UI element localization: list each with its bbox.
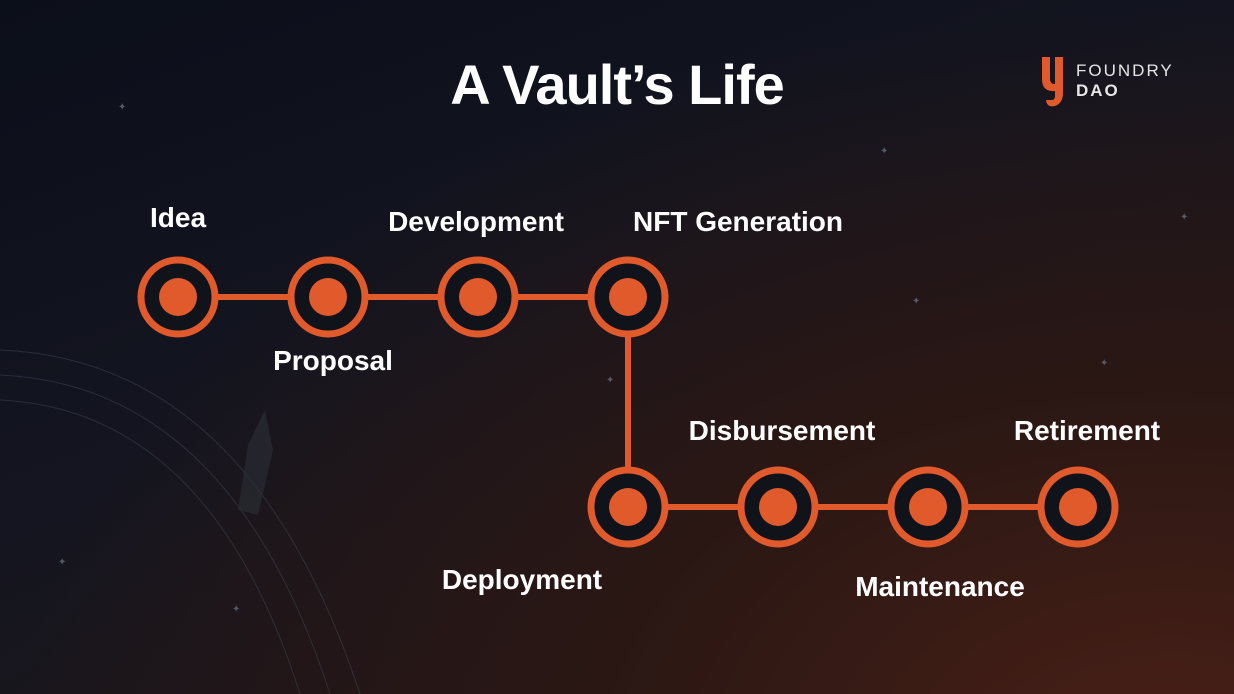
stage-label-nft-generation: NFT Generation — [632, 206, 844, 237]
stage-node-maintenance — [887, 466, 969, 548]
connector-lines — [218, 294, 1038, 510]
stage-label-proposal: Proposal — [273, 345, 393, 376]
stage-node-idea — [137, 256, 219, 338]
logo-text-foundry: FOUNDRY — [1076, 61, 1174, 80]
star-icon: ✦ — [1180, 212, 1189, 223]
stage-node-nft-generation — [587, 256, 669, 338]
star-icon: ✦ — [58, 557, 67, 568]
stage-node-proposal — [287, 256, 369, 338]
stage-label-disbursement: Disbursement — [688, 415, 876, 446]
orbit-lines — [0, 349, 361, 694]
stage-node-development — [437, 256, 519, 338]
page-title: A Vault’s Life — [450, 53, 784, 116]
foundry-dao-logo: FOUNDRY DAO — [1038, 55, 1188, 110]
stage-label-development: Development — [388, 206, 564, 237]
stage-node-retirement — [1037, 466, 1119, 548]
stage-label-deployment: Deployment — [441, 564, 603, 595]
rocket-icon — [238, 410, 273, 515]
stage-label-maintenance: Maintenance — [855, 571, 1025, 602]
stage-node-disbursement — [737, 466, 819, 548]
logo-text-dao: DAO — [1076, 81, 1120, 100]
star-icon: ✦ — [912, 296, 921, 307]
star-icon: ✦ — [606, 375, 615, 386]
star-icon: ✦ — [880, 146, 889, 157]
star-icon: ✦ — [232, 604, 241, 615]
star-icon: ✦ — [1100, 358, 1109, 369]
logo-mark-icon — [1042, 57, 1063, 107]
stage-node-deployment — [587, 466, 669, 548]
stage-label-idea: Idea — [149, 202, 207, 233]
stage-label-retirement: Retirement — [1013, 415, 1161, 446]
star-icon: ✦ — [118, 102, 127, 113]
